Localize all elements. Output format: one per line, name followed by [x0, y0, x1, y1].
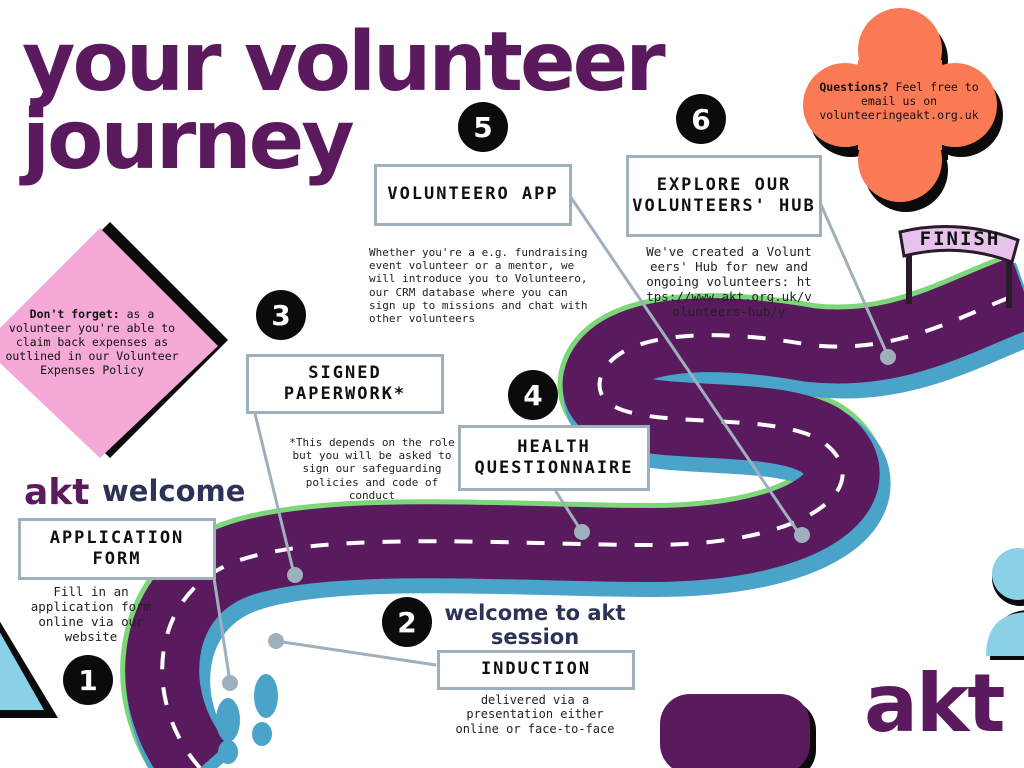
step-5-number: 5 — [458, 102, 508, 152]
step-1-number: 1 — [63, 655, 113, 705]
step-2-heading: welcome to akt session — [444, 601, 626, 650]
step-6-label: EXPLORE OUR VOLUNTEERS' HUB — [626, 155, 822, 237]
akt-logo: akt — [864, 657, 1005, 750]
questions-cloud — [803, 8, 1003, 212]
step-2-number: 2 — [382, 597, 432, 647]
welcome-text: welcome — [102, 474, 246, 508]
step-5-label: VOLUNTEERO APP — [374, 164, 572, 226]
finish-banner — [898, 225, 1020, 308]
person-icon — [986, 548, 1024, 660]
page-title-line1: your volunteer — [22, 15, 666, 110]
road — [120, 252, 1024, 768]
step-4-number: 4 — [508, 370, 558, 420]
page-title-line2: journey — [22, 93, 355, 188]
step-1-label: APPLICATION FORM — [18, 518, 216, 580]
step-3-description: *This depends on the role but you will b… — [289, 436, 455, 502]
step-2-label: INDUCTION — [437, 650, 635, 690]
step-6-description: We've created a Volunteers' Hub for new … — [646, 244, 812, 319]
questions-text: Questions? Feel free to email us on volu… — [819, 80, 979, 123]
step-2-description: delivered via a presentation either onli… — [455, 693, 615, 736]
step-4-label: HEALTH QUESTIONNAIRE — [458, 425, 650, 491]
step-3-label: SIGNED PAPERWORK* — [246, 354, 444, 414]
bottom-shape — [660, 694, 816, 768]
footprints-icon — [216, 674, 278, 764]
connector-dots — [222, 349, 896, 691]
step-6-number: 6 — [676, 94, 726, 144]
reminder-text: Don't forget: as a volunteer you're able… — [5, 307, 179, 378]
step-1-description: Fill in an application form online via o… — [30, 584, 152, 644]
finish-label: FINISH — [919, 228, 1001, 250]
reminder-diamond — [0, 222, 228, 458]
connector-lines — [212, 195, 890, 683]
step-5-description: Whether you're a e.g. fundraising event … — [369, 246, 588, 325]
step-3-number: 3 — [256, 290, 306, 340]
welcome-logo: akt — [24, 472, 90, 513]
